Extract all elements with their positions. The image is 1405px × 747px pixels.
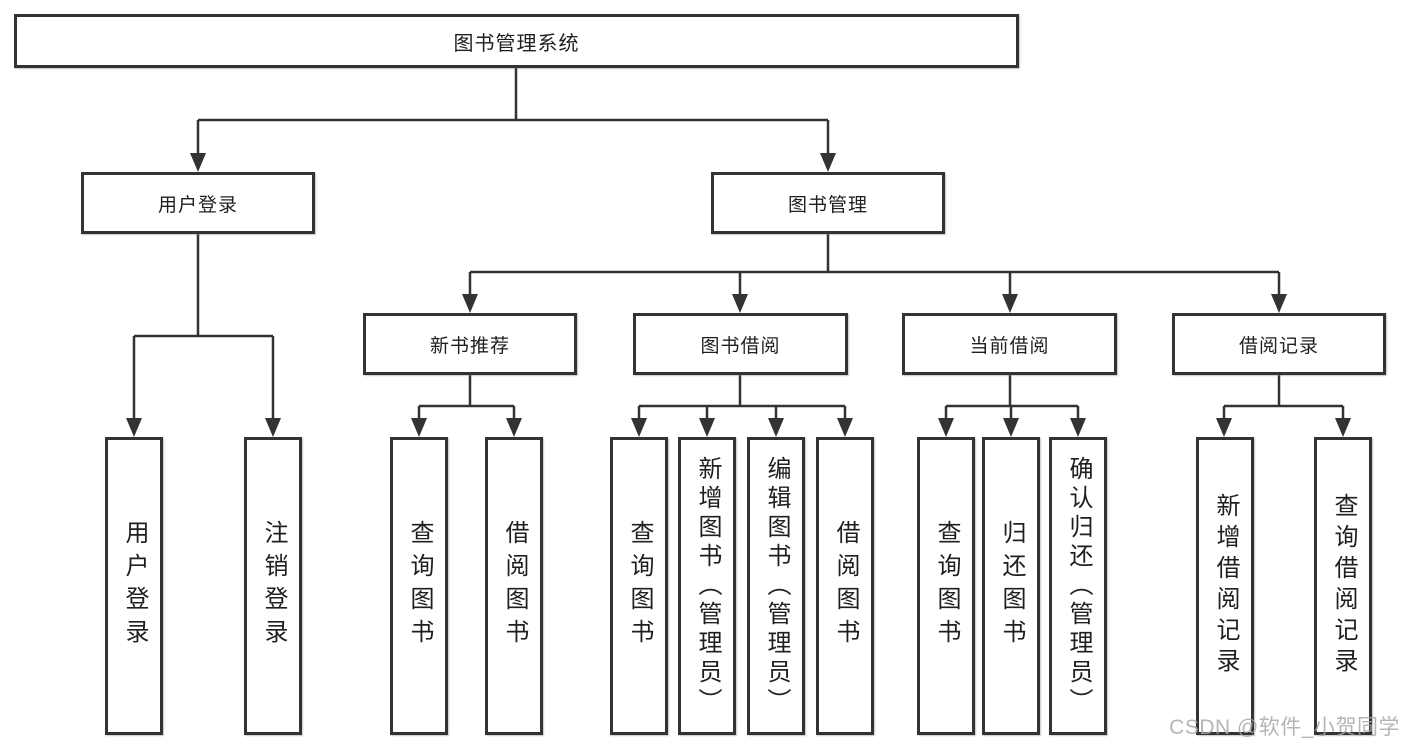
leaf-query-books-current-label: 查询图书	[933, 520, 960, 652]
arrowhead	[190, 153, 206, 172]
node-user-login-label: 用户登录	[157, 194, 238, 216]
leaf-borrow-books-label: 借阅图书	[832, 520, 859, 652]
arrowhead	[1335, 418, 1351, 437]
leaf-user-login-label: 用户登录	[121, 520, 148, 652]
node-current-borrowing: 当前借阅	[902, 313, 1117, 375]
arrowhead	[837, 418, 853, 437]
leaf-query-books-current: 查询图书	[917, 437, 975, 735]
arrowhead	[1271, 294, 1287, 313]
leaf-query-books-borrow: 查询图书	[610, 437, 668, 735]
arrowhead	[1002, 294, 1018, 313]
node-new-book-recommend-label: 新书推荐	[429, 335, 510, 357]
leaf-query-books-recommend: 查询图书	[390, 437, 448, 735]
leaf-add-books-admin: 新增图书（管理员）	[678, 437, 736, 735]
leaf-borrow-books-recommend: 借阅图书	[485, 437, 543, 735]
arrowhead	[462, 294, 478, 313]
arrowhead	[1070, 418, 1086, 437]
leaf-logout-label: 注销登录	[260, 520, 287, 652]
arrowhead	[126, 418, 142, 437]
arrowhead	[732, 294, 748, 313]
leaf-edit-books-admin: 编辑图书（管理员）	[747, 437, 805, 735]
arrowhead	[265, 418, 281, 437]
leaf-confirm-return-admin: 确认归还（管理员）	[1049, 437, 1107, 735]
node-root-label: 图书管理系统	[453, 32, 580, 55]
leaf-query-books-recommend-label: 查询图书	[406, 520, 433, 652]
leaf-query-books-borrow-label: 查询图书	[626, 520, 653, 652]
arrowhead	[699, 418, 715, 437]
leaf-borrow-books-recommend-label: 借阅图书	[501, 520, 528, 652]
node-book-borrowing: 图书借阅	[633, 313, 848, 375]
node-book-management-label: 图书管理	[787, 194, 868, 216]
node-book-management: 图书管理	[711, 172, 945, 234]
leaf-logout: 注销登录	[244, 437, 302, 735]
leaf-borrow-books: 借阅图书	[816, 437, 874, 735]
leaf-add-borrow-record: 新增借阅记录	[1196, 437, 1254, 735]
node-root: 图书管理系统	[14, 14, 1019, 68]
leaf-confirm-return-admin-label: 确认归还（管理员）	[1065, 455, 1092, 717]
node-current-borrowing-label: 当前借阅	[969, 335, 1050, 357]
node-user-login: 用户登录	[81, 172, 315, 234]
node-borrowing-records: 借阅记录	[1172, 313, 1386, 375]
leaf-query-borrow-record: 查询借阅记录	[1314, 437, 1372, 735]
arrowhead	[506, 418, 522, 437]
leaf-user-login: 用户登录	[105, 437, 163, 735]
arrowhead	[631, 418, 647, 437]
arrowhead	[1216, 418, 1232, 437]
leaf-query-borrow-record-label: 查询借阅记录	[1330, 493, 1357, 679]
node-new-book-recommend: 新书推荐	[363, 313, 577, 375]
csdn-watermark: CSDN @软件_小贺同学	[1169, 716, 1400, 739]
arrowhead	[820, 153, 836, 172]
leaf-edit-books-admin-label: 编辑图书（管理员）	[763, 455, 790, 717]
node-borrowing-records-label: 借阅记录	[1238, 335, 1319, 357]
arrowhead	[1003, 418, 1019, 437]
leaf-add-borrow-record-label: 新增借阅记录	[1212, 493, 1239, 679]
arrowhead	[411, 418, 427, 437]
leaf-return-books: 归还图书	[982, 437, 1040, 735]
arrowhead	[768, 418, 784, 437]
leaf-add-books-admin-label: 新增图书（管理员）	[694, 455, 721, 717]
arrowhead	[938, 418, 954, 437]
node-book-borrowing-label: 图书借阅	[700, 335, 781, 357]
leaf-return-books-label: 归还图书	[998, 520, 1025, 652]
